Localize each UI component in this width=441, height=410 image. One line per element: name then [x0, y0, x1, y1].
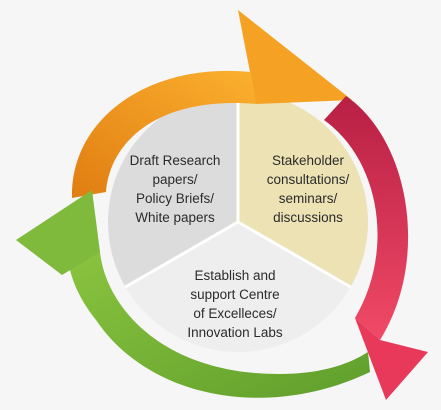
- red-arrow: [324, 96, 428, 400]
- segment-label-left: Draft Research papers/ Policy Briefs/ Wh…: [129, 153, 221, 225]
- segment-dividers: [124, 92, 352, 289]
- segment-left: [107, 92, 238, 287]
- segment-right: [238, 92, 369, 287]
- green-arrow: [16, 190, 370, 398]
- segment-label-bottom: Establish and support Centre of Excellec…: [187, 268, 283, 340]
- orange-arrow: [71, 10, 352, 198]
- segment-label-right: Stakeholder consultations/ seminars/ dis…: [266, 153, 350, 225]
